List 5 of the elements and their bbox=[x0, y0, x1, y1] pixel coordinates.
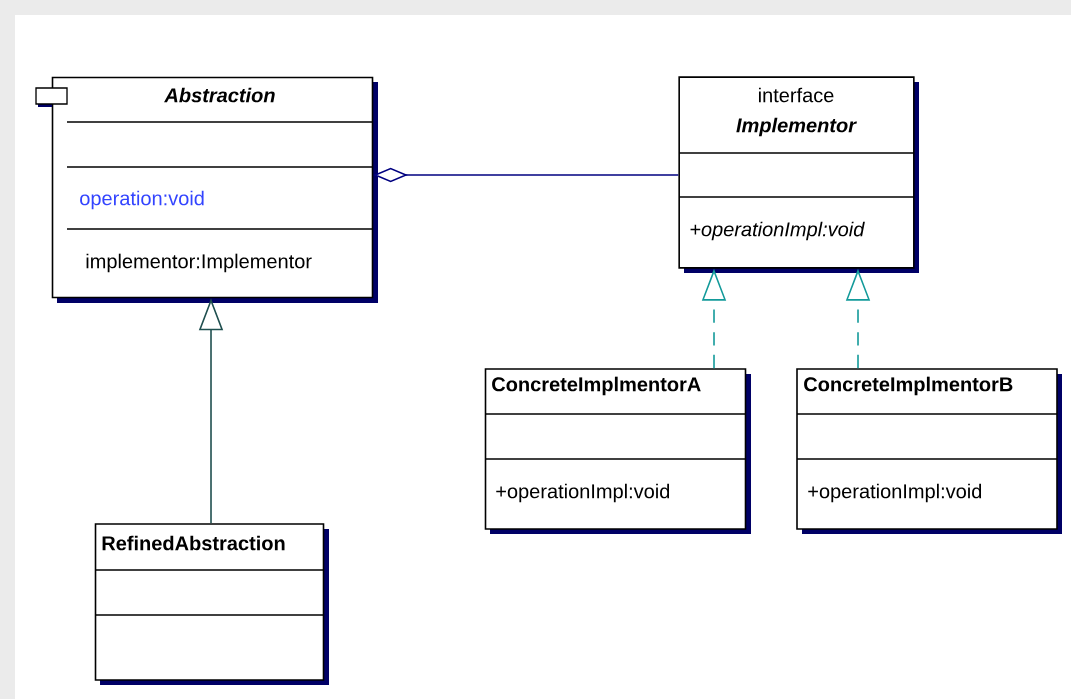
class-box: Abstraction operation:void implementor:Implementor bbox=[35, 76, 378, 303]
class-box: RefinedAbstraction bbox=[94, 523, 329, 685]
class-box: ConcreteImplmentorA +operationImpl:void bbox=[484, 368, 751, 534]
class-box: interface Implementor +operationImpl:void bbox=[678, 76, 919, 273]
class-box: ConcreteImplmentorB +operationImpl:void bbox=[796, 368, 1062, 534]
